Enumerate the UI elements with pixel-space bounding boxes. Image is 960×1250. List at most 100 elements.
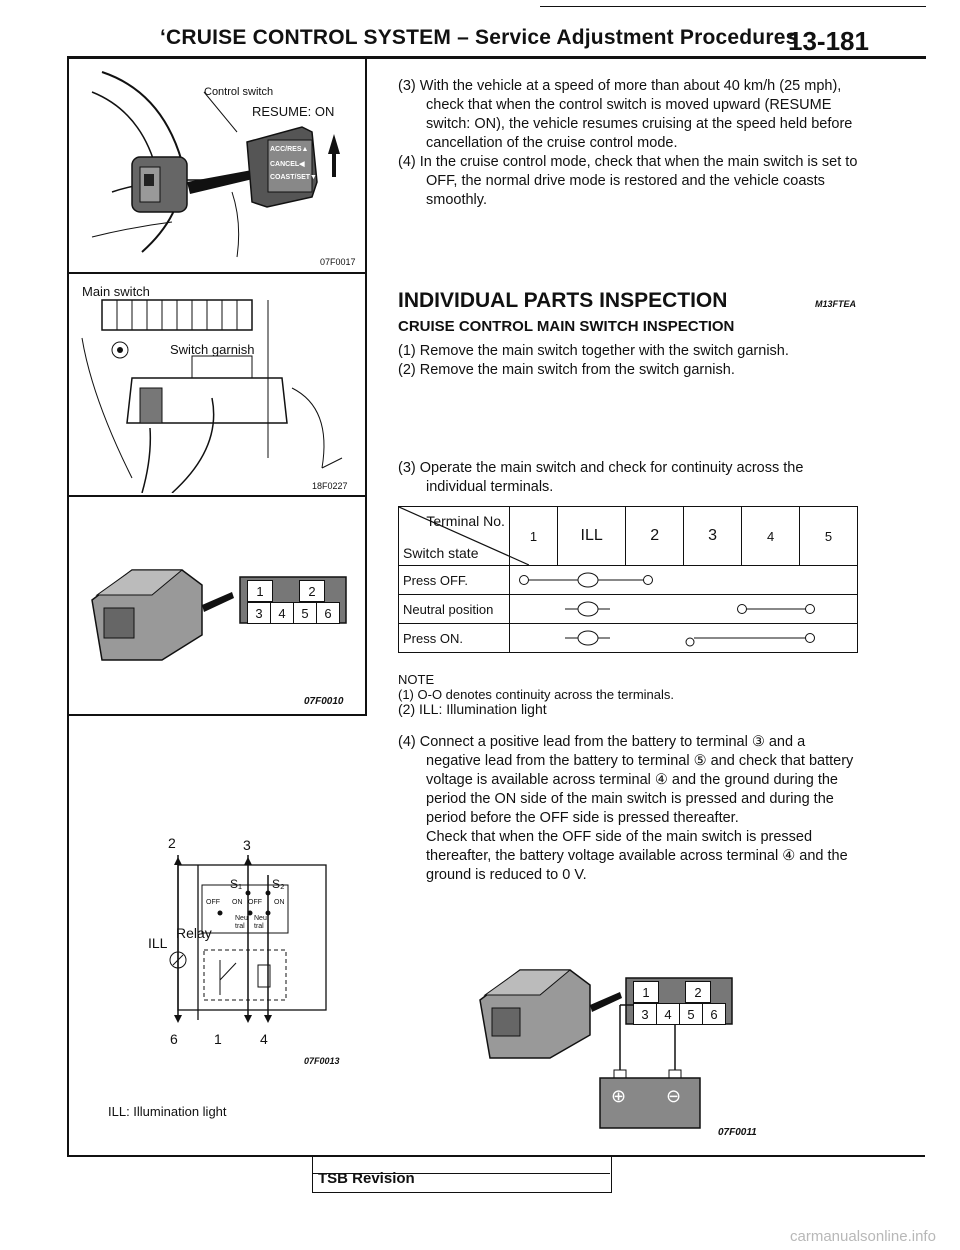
pin-1: 1 (633, 981, 659, 1003)
step-number: (4) (398, 154, 416, 170)
pin-1: 1 (247, 580, 273, 602)
figure-battery-connector: 1 2 3 4 5 6 ⊕ ⊖ (470, 940, 800, 1130)
label-switch-garnish: Switch garnish (170, 342, 255, 357)
label-coast-set: COAST/SET▼ (270, 174, 317, 181)
label-off-2: OFF (248, 899, 262, 906)
row-continuity-off (508, 565, 859, 595)
label-s1: S₁ (230, 877, 243, 891)
header-rule (68, 56, 926, 59)
table-corner: Terminal No. Switch state (398, 506, 529, 566)
steering-wheel-illustration (91, 71, 340, 258)
label-main-switch: Main switch (82, 284, 150, 299)
pin-2: 2 (299, 580, 325, 602)
pin-5: 5 (679, 1003, 703, 1025)
pin-6: 6 (702, 1003, 726, 1025)
column-header: 3 (683, 506, 743, 566)
corner-terminal-no: Terminal No. (426, 513, 505, 529)
continuity-table: Terminal No. Switch state 1 ILL 2 3 4 5 … (398, 506, 859, 653)
corner-switch-state: Switch state (403, 545, 479, 561)
row-label: Press ON. (398, 623, 510, 653)
label-ill: ILL (148, 935, 168, 951)
figure-circuit: 2 3 S₁ S₂ OFF ON OFF ON Neu tral Neu tra… (140, 835, 340, 1055)
note-item: (1) O-O denotes continuity across the te… (398, 687, 675, 702)
label-relay: Relay (176, 925, 212, 941)
label-control-switch: Control switch (204, 86, 274, 98)
column-header: 2 (625, 506, 685, 566)
label-neu-2: Neu (254, 915, 267, 922)
left-frame-line (67, 56, 69, 1156)
step-number: (4) (398, 734, 416, 750)
tsb-revision-label: TSB Revision (318, 1170, 415, 1187)
label-s2: S₂ (272, 877, 285, 891)
continuity-mark-off (518, 572, 653, 588)
step-text: With the vehicle at a speed of more than… (419, 78, 853, 151)
steps-top: (3) With the vehicle at a speed of more … (398, 77, 858, 210)
page-header-title: ‘CRUISE CONTROL SYSTEM – Service Adjustm… (160, 26, 798, 49)
pin-label-2: 2 (168, 835, 176, 851)
step-text: In the cruise control mode, check that w… (419, 154, 858, 208)
step-number: (3) (398, 78, 416, 94)
step-4: (4) Connect a positive lead from the bat… (398, 733, 858, 885)
header-top-rule (540, 6, 926, 7)
pin-label-4: 4 (260, 1031, 268, 1047)
figure-divider-3 (67, 714, 367, 716)
row-continuity-neutral (508, 594, 859, 624)
figure-divider-1 (67, 272, 367, 274)
connector-pin-map: 1 2 (247, 580, 325, 602)
tsb-divider (312, 1173, 610, 1174)
label-resume-on: RESUME: ON (252, 104, 335, 119)
continuity-mark-on (564, 630, 815, 647)
steps-main: (1) Remove the main switch together with… (398, 342, 858, 380)
corner-diagonal (399, 507, 529, 565)
step-number: (3) (398, 460, 416, 476)
section-title: INDIVIDUAL PARTS INSPECTION (398, 289, 728, 312)
figure-code-circuit: 07F0013 (304, 1056, 340, 1066)
step-text: Remove the main switch together with the… (419, 343, 789, 359)
pin-label-6: 6 (170, 1031, 178, 1047)
tsb-box (312, 1156, 612, 1193)
label-tral-1: tral (235, 923, 245, 930)
pin-3: 3 (247, 602, 271, 624)
note-item: (2) ILL: Illumination light (398, 701, 547, 717)
page-bottom-rule (67, 1155, 925, 1157)
step-number: (1) (398, 343, 416, 359)
pin-3: 3 (633, 1003, 657, 1025)
row-label: Neutral position (398, 594, 510, 624)
label-cancel: CANCEL◀ (270, 161, 305, 168)
pin-4: 4 (656, 1003, 680, 1025)
figure-column-divider (365, 56, 367, 716)
note-title: NOTE (398, 672, 435, 687)
connector-pin-map-row2: 3 4 5 6 (247, 602, 340, 624)
pin-6: 6 (316, 602, 340, 624)
column-header: 4 (741, 506, 801, 566)
step-text-2: Check that when the OFF side of the main… (426, 829, 848, 883)
circuit-diagram (169, 855, 327, 1023)
battery-connector-illustration (479, 969, 733, 1129)
step-text: Remove the main switch from the switch g… (419, 362, 735, 378)
label-acc-res: ACC/RES▲ (270, 146, 309, 153)
page-number: 13-181 (788, 26, 869, 56)
step-3-operate: (3) Operate the main switch and check fo… (398, 459, 858, 497)
step-text: Operate the main switch and check for co… (419, 460, 804, 495)
figure-code: 07F0017 (320, 257, 356, 267)
label-on-1: ON (232, 899, 243, 906)
connector-pin-map-battery: 1 2 (633, 981, 711, 1003)
row-continuity-on (508, 623, 859, 653)
circuit-caption: ILL: Illumination light (108, 1104, 227, 1119)
label-tral-2: tral (254, 923, 264, 930)
column-header: ILL (557, 506, 627, 566)
figure-control-switch: Control switch RESUME: ON ACC/RES▲ CANCE… (72, 62, 362, 270)
pin-label-1: 1 (214, 1031, 222, 1047)
battery-minus-icon: ⊖ (666, 1086, 682, 1106)
figure-code: 07F0010 (304, 696, 344, 707)
pin-4: 4 (270, 602, 294, 624)
column-header: 5 (799, 506, 858, 566)
step-text: Connect a positive lead from the battery… (419, 734, 854, 826)
pin-label-3: 3 (243, 837, 251, 853)
section-subtitle: CRUISE CONTROL MAIN SWITCH INSPECTION (398, 318, 735, 335)
row-label: Press OFF. (398, 565, 510, 595)
figure-main-switch: Main switch Switch garnish 18F0227 (72, 278, 362, 494)
console-illustration (81, 299, 343, 494)
table-note: NOTE (1) O-O denotes continuity across t… (398, 672, 858, 717)
continuity-mark-neutral (564, 601, 815, 617)
